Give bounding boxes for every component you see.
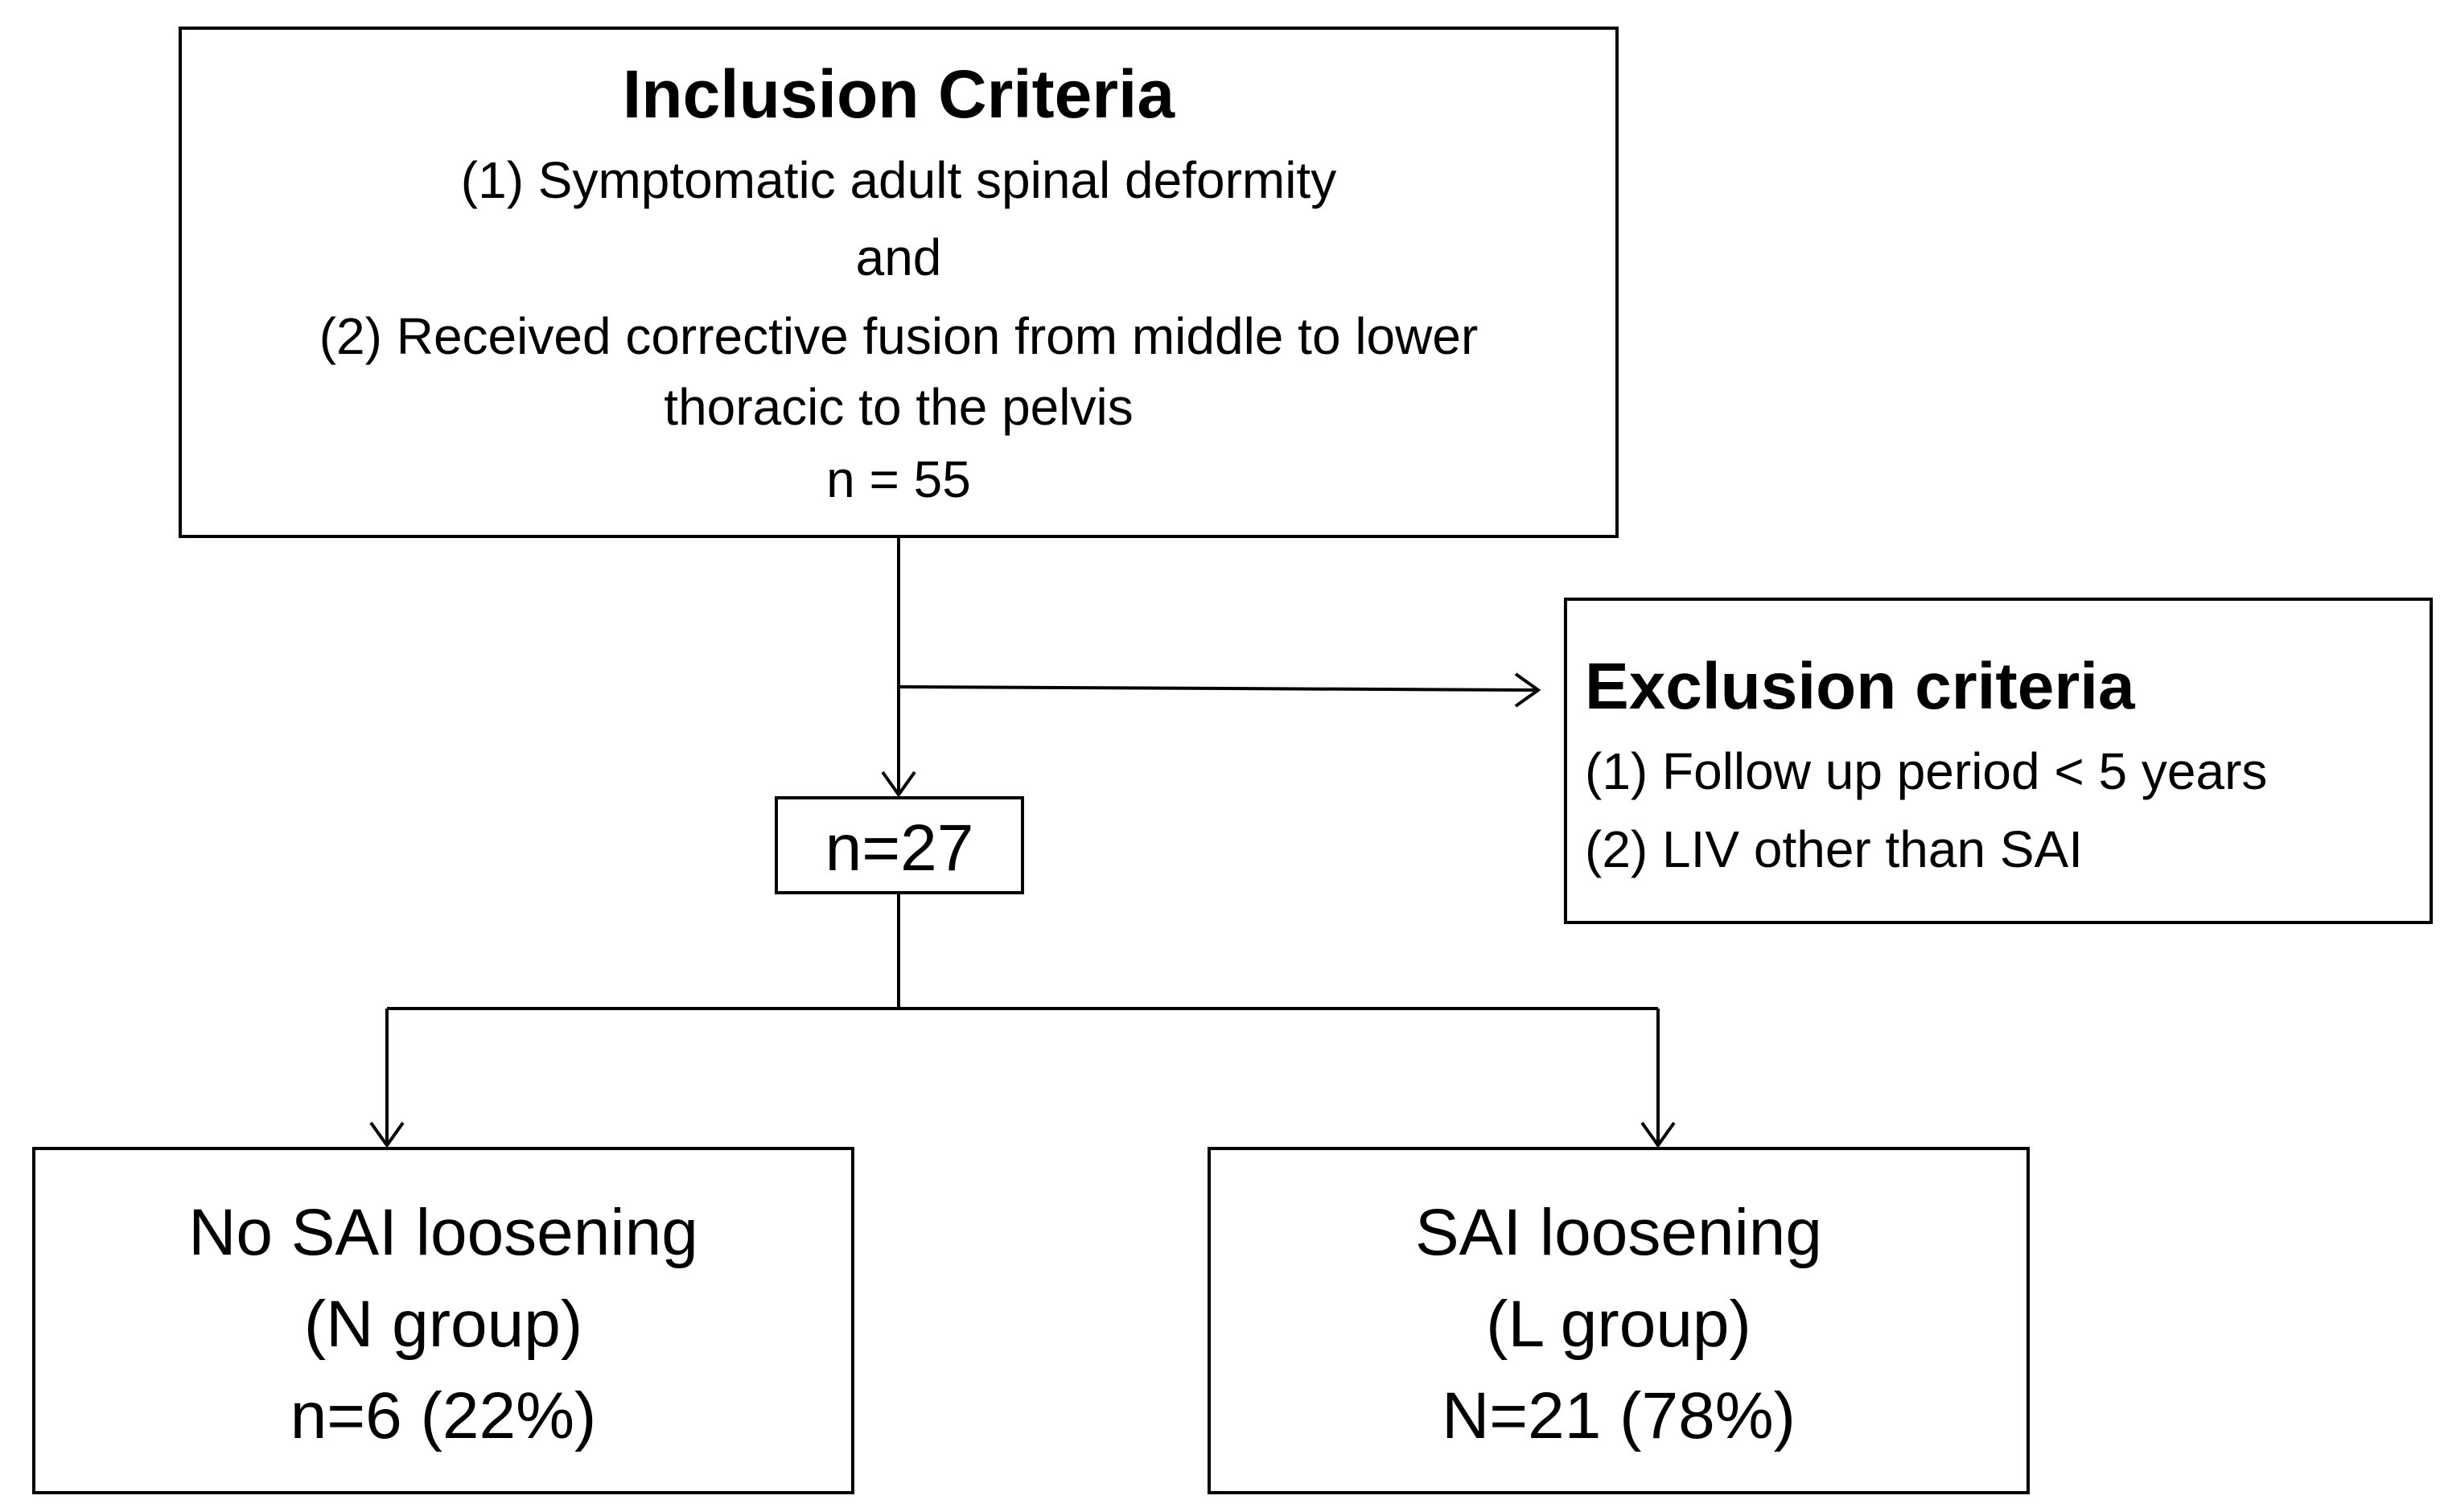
inclusion-title: Inclusion Criteria: [622, 56, 1175, 132]
arrowhead-l-group: [1640, 1121, 1676, 1148]
inclusion-criterion-2-line-2: thoracic to the pelvis: [664, 378, 1134, 436]
arrowhead-n-group: [369, 1121, 405, 1148]
l-group-box: SAI loosening (L group) N=21 (78%): [1208, 1147, 2030, 1494]
inclusion-conjunction: and: [855, 228, 942, 286]
n-group-title: No SAI loosening: [188, 1196, 698, 1269]
exclusion-title: Exclusion criteria: [1585, 650, 2135, 723]
exclusion-criteria-box: Exclusion criteria (1) Follow up period …: [1564, 598, 2433, 924]
exclusion-criterion-1: (1) Follow up period < 5 years: [1585, 742, 2268, 800]
total-count-box: n=27: [775, 796, 1024, 894]
exclusion-criterion-2: (2) LIV other than SAI: [1585, 820, 2083, 878]
arrow-to-exclusion: [898, 685, 1539, 692]
inclusion-criterion-2-line-1: (2) Received corrective fusion from midd…: [319, 307, 1479, 365]
inclusion-count: n = 55: [826, 450, 971, 508]
total-count: n=27: [825, 811, 974, 885]
n-group-count: n=6 (22%): [290, 1379, 597, 1452]
l-group-title: SAI loosening: [1414, 1196, 1822, 1269]
arrowhead-total: [881, 770, 916, 798]
n-group-label: (N group): [303, 1288, 583, 1361]
inclusion-criteria-box: Inclusion Criteria (1) Symptomatic adult…: [179, 27, 1619, 538]
n-group-box: No SAI loosening (N group) n=6 (22%): [32, 1147, 854, 1494]
arrowhead-exclusion: [1514, 672, 1541, 708]
l-group-count: N=21 (78%): [1442, 1379, 1796, 1452]
l-group-label: (L group): [1486, 1288, 1751, 1361]
inclusion-criterion-1: (1) Symptomatic adult spinal deformity: [460, 151, 1337, 209]
